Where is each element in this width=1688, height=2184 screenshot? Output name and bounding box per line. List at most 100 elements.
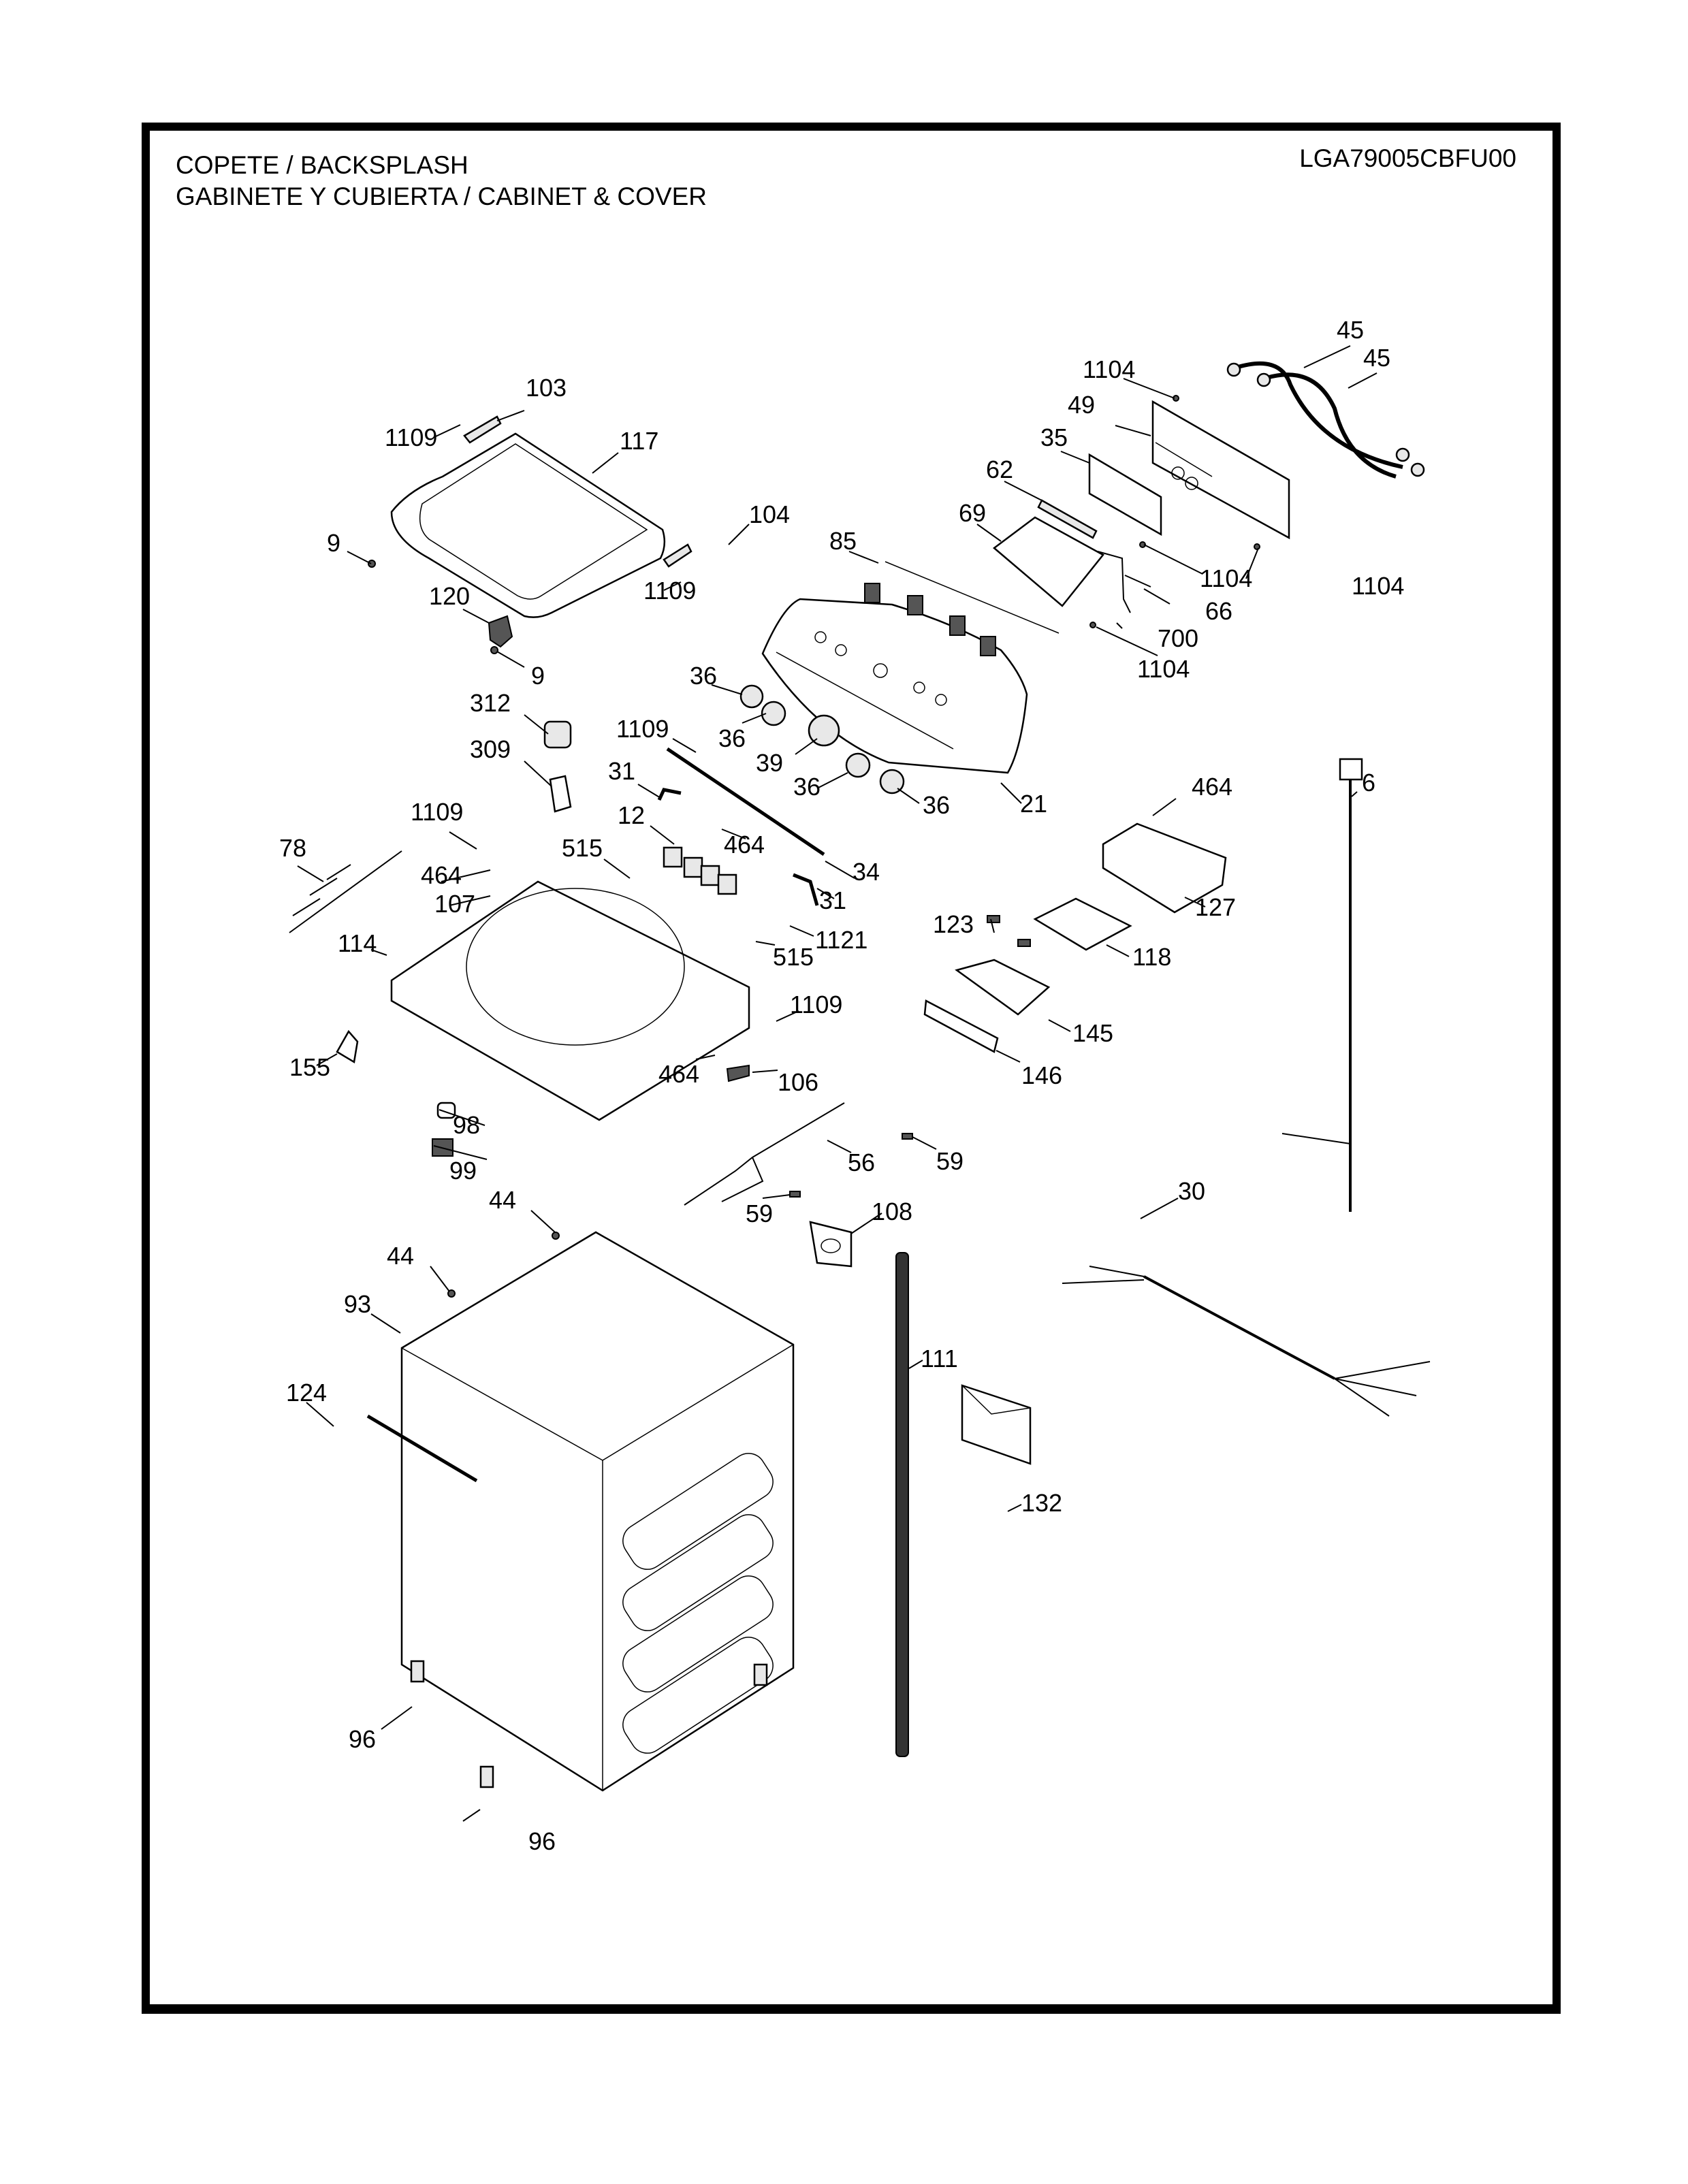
part-pcb[interactable] [992, 516, 1104, 607]
part-drain-cover[interactable] [809, 1221, 853, 1268]
part-switch-assembly[interactable] [864, 561, 1060, 656]
callout-120[interactable]: 120 [429, 582, 470, 610]
callout-700[interactable]: 700 [1158, 624, 1198, 652]
part-drawer-panel[interactable] [923, 999, 999, 1053]
callout-124[interactable]: 124 [286, 1379, 327, 1407]
callout-6[interactable]: 6 [1362, 769, 1375, 797]
callout-1109[interactable]: 1109 [643, 577, 696, 605]
callout-464[interactable]: 464 [1192, 773, 1232, 801]
callout-106[interactable]: 106 [778, 1068, 818, 1096]
callout-114[interactable]: 114 [338, 929, 377, 957]
callout-93[interactable]: 93 [344, 1290, 371, 1318]
callout-35[interactable]: 35 [1040, 423, 1068, 451]
callout-1109[interactable]: 1109 [790, 991, 842, 1018]
callout-66[interactable]: 66 [1205, 597, 1232, 625]
part-siphon-cap[interactable] [987, 915, 1000, 923]
callout-9[interactable]: 9 [327, 529, 340, 557]
part-knob-main[interactable] [808, 714, 840, 747]
callout-1109[interactable]: 1109 [385, 423, 437, 451]
callout-36[interactable]: 36 [690, 662, 717, 690]
part-dispenser-housing[interactable] [1102, 822, 1227, 914]
part-rail[interactable] [366, 1414, 478, 1483]
callout-78[interactable]: 78 [279, 834, 306, 862]
part-manual-envelope[interactable] [961, 1384, 1032, 1465]
callout-56[interactable]: 56 [848, 1149, 875, 1176]
part-hinge-left[interactable] [463, 415, 502, 444]
callout-36[interactable]: 36 [793, 773, 821, 801]
part-capacitor-bracket[interactable] [549, 775, 572, 813]
callout-464[interactable]: 464 [658, 1060, 699, 1088]
part-rod[interactable] [666, 747, 825, 856]
part-knob[interactable] [761, 701, 786, 726]
part-leveling-foot[interactable] [479, 1765, 494, 1788]
callout-45[interactable]: 45 [1363, 344, 1390, 372]
part-sensor-harness[interactable] [684, 1102, 845, 1206]
callout-464[interactable]: 464 [724, 831, 765, 858]
part-bumper[interactable] [368, 560, 376, 568]
callout-108[interactable]: 108 [872, 1198, 912, 1225]
callout-312[interactable]: 312 [470, 689, 511, 717]
callout-59[interactable]: 59 [746, 1200, 773, 1227]
part-power-cord[interactable] [1281, 758, 1363, 1212]
callout-127[interactable]: 127 [1195, 893, 1236, 921]
callout-59[interactable]: 59 [936, 1147, 964, 1175]
part-top-cover[interactable] [390, 880, 750, 1121]
callout-111[interactable]: 111 [921, 1345, 958, 1372]
callout-31[interactable]: 31 [608, 757, 635, 785]
callout-103[interactable]: 103 [526, 374, 567, 402]
part-insulation[interactable] [1088, 453, 1162, 536]
callout-49[interactable]: 49 [1068, 391, 1095, 419]
part-fastener[interactable] [552, 1232, 560, 1240]
callout-99[interactable]: 99 [449, 1157, 477, 1185]
part-cap-155[interactable] [336, 1029, 359, 1064]
callout-104[interactable]: 104 [749, 500, 790, 528]
part-dispenser-drawer[interactable] [955, 959, 1051, 1016]
callout-118[interactable]: 118 [1132, 943, 1171, 971]
part-inlet-hoses[interactable] [1226, 361, 1425, 479]
callout-9[interactable]: 9 [531, 662, 545, 690]
callout-30[interactable]: 30 [1178, 1177, 1205, 1205]
part-water-tube[interactable] [1097, 551, 1151, 613]
part-rear-cover[interactable] [1151, 400, 1290, 540]
part-tube[interactable] [657, 788, 682, 801]
part-leveling-foot[interactable] [410, 1660, 425, 1683]
callout-85[interactable]: 85 [829, 527, 857, 555]
part-lid-lock[interactable] [488, 615, 513, 648]
part-fastener[interactable] [447, 1289, 456, 1298]
callout-1109[interactable]: 1109 [411, 798, 463, 826]
callout-1109[interactable]: 1109 [616, 715, 669, 743]
part-knob[interactable] [879, 769, 905, 794]
callout-44[interactable]: 44 [387, 1242, 414, 1270]
callout-98[interactable]: 98 [453, 1111, 480, 1139]
part-lid[interactable] [390, 432, 666, 618]
callout-96[interactable]: 96 [528, 1827, 556, 1855]
callout-117[interactable]: 117 [620, 427, 658, 455]
callout-1104[interactable]: 1104 [1200, 564, 1252, 592]
callout-107[interactable]: 107 [434, 890, 475, 918]
callout-1104[interactable]: 1104 [1352, 572, 1404, 600]
callout-69[interactable]: 69 [959, 499, 986, 527]
part-clamp[interactable] [902, 1133, 913, 1140]
part-dispenser-tray[interactable] [1033, 897, 1132, 951]
callout-123[interactable]: 123 [933, 910, 974, 938]
part-hinge-right[interactable] [663, 543, 692, 568]
part-siphon-cap[interactable] [1017, 939, 1031, 947]
callout-515[interactable]: 515 [562, 834, 603, 862]
callout-515[interactable]: 515 [773, 943, 814, 971]
part-bracket[interactable] [1037, 499, 1098, 539]
callout-45[interactable]: 45 [1337, 316, 1364, 344]
callout-44[interactable]: 44 [489, 1186, 516, 1214]
part-leveling-foot[interactable] [753, 1663, 768, 1686]
callout-62[interactable]: 62 [986, 455, 1013, 483]
callout-96[interactable]: 96 [349, 1725, 376, 1753]
part-cabinet[interactable] [400, 1231, 795, 1792]
callout-1104[interactable]: 1104 [1083, 355, 1135, 383]
callout-31[interactable]: 31 [819, 886, 846, 914]
callout-155[interactable]: 155 [289, 1053, 330, 1081]
callout-132[interactable]: 132 [1021, 1489, 1062, 1517]
part-wire-harness[interactable] [289, 850, 402, 933]
callout-145[interactable]: 145 [1072, 1019, 1113, 1047]
callout-464[interactable]: 464 [421, 861, 462, 889]
part-knob[interactable] [739, 684, 764, 709]
part-main-harness[interactable] [1062, 1266, 1431, 1417]
